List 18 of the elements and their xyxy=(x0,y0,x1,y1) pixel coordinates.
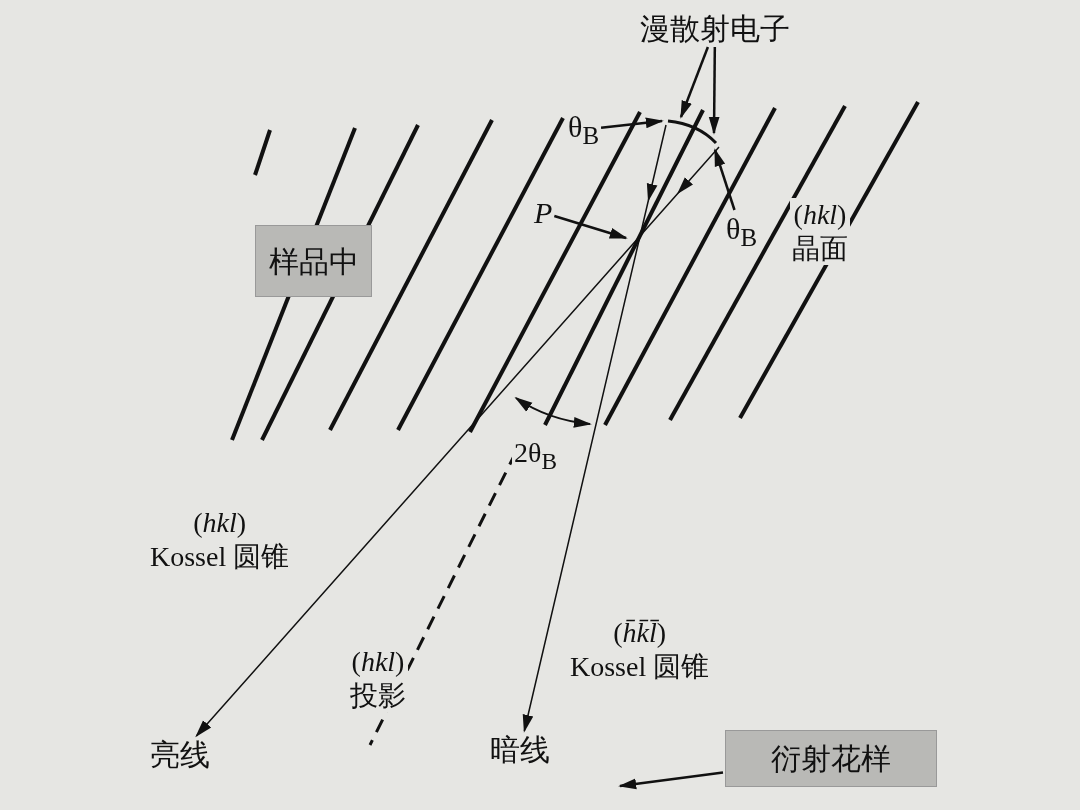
ray-label: 亮线 xyxy=(150,738,210,771)
angle-label: θ$_{B}$ xyxy=(568,110,600,150)
arrow xyxy=(618,771,724,790)
arrow xyxy=(600,117,664,130)
sample-box: 样品中 xyxy=(255,225,372,297)
arrow xyxy=(553,214,628,240)
pattern-box: 衍射花样 xyxy=(725,730,937,787)
angle-arc xyxy=(667,119,718,145)
ray-arrow xyxy=(522,124,667,733)
node-text: 漫散射电子 xyxy=(640,12,790,45)
point-label: P xyxy=(534,196,553,229)
angle-label: θ$_{B}$ xyxy=(726,212,758,252)
arrow xyxy=(713,148,736,211)
ray-label: 暗线 xyxy=(490,733,550,766)
annotation-text: (hkl) 晶面 xyxy=(790,198,850,266)
arrow xyxy=(708,47,720,135)
arrow xyxy=(679,46,710,119)
ray-arrow xyxy=(195,146,720,738)
